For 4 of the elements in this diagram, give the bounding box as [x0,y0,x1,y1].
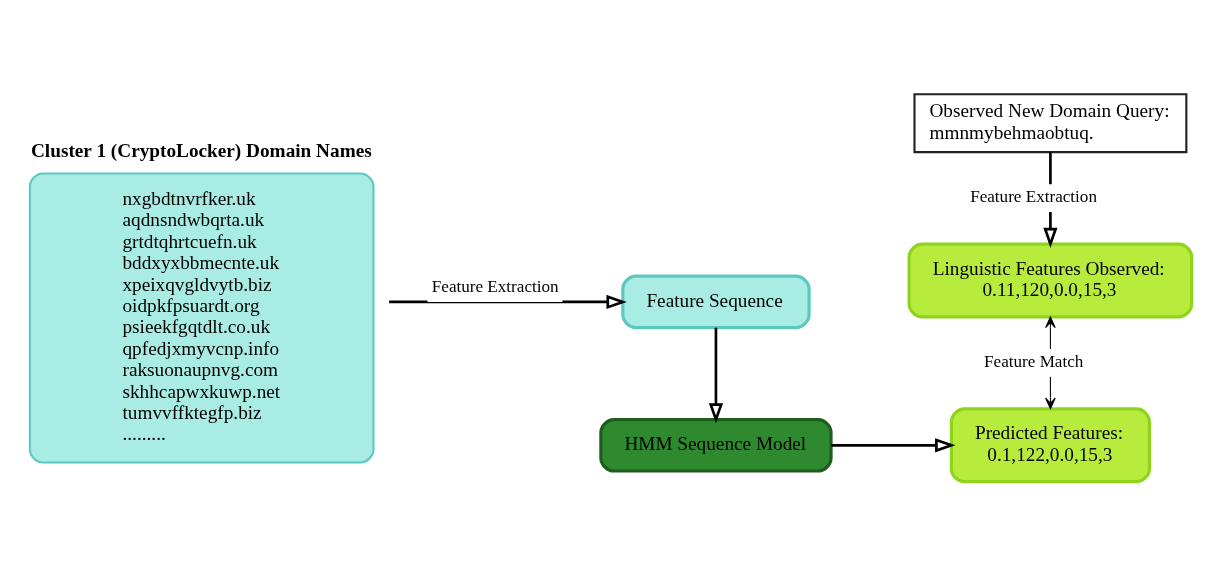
edge-label: Feature Extraction [970,186,1097,206]
edge-label: Feature Extraction [431,276,559,296]
edge-label: Feature Match [984,351,1084,371]
node-label: Cluster 1 (CryptoLocker) Domain Names [30,139,372,161]
